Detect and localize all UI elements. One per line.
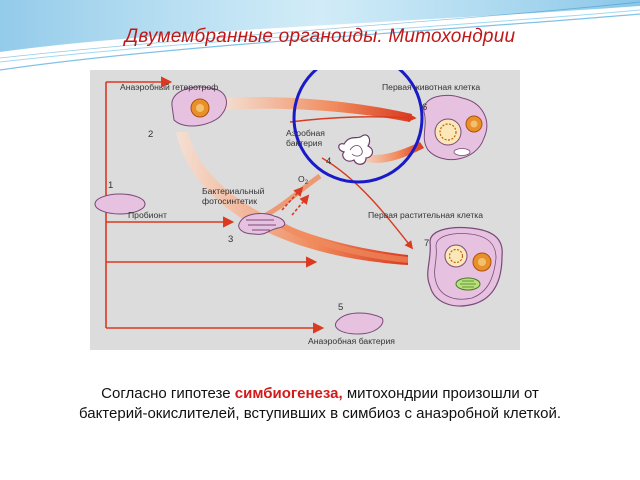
caption: Согласно гипотезе симбиогенеза, митохонд… xyxy=(0,384,640,424)
label-first-plant-cell: Первая растительная клетка xyxy=(368,210,483,220)
label-first-animal-cell: Первая животная клетка xyxy=(382,82,480,92)
first-plant-cell xyxy=(427,226,503,307)
probiont-cell xyxy=(94,193,146,215)
number-3: 3 xyxy=(228,234,233,245)
label-probiont: Пробионт xyxy=(128,210,167,220)
number-4: 4 xyxy=(326,156,331,167)
label-aerobic-bacterium-1: Аэробная xyxy=(286,128,325,138)
label-anaerobic-heterotroph: Анаэробный гетеротроф xyxy=(120,82,218,92)
number-2: 2 xyxy=(148,129,153,140)
caption-text-after: митохондрии произошли от xyxy=(342,385,539,402)
number-7: 7 xyxy=(424,238,429,249)
symbiogenesis-diagram: Анаэробный гетеротроф Первая животная кл… xyxy=(90,70,520,350)
label-bacterial-photosynthetic-1: Бактериальный xyxy=(202,186,265,196)
label-anaerobic-bacterium: Анаэробная бактерия xyxy=(308,336,395,346)
anaerobic-bacterium-cell xyxy=(335,312,384,335)
anaerobic-heterotroph-cell xyxy=(171,86,227,127)
aerobic-bacterium-cell xyxy=(338,134,374,165)
number-5: 5 xyxy=(338,302,343,313)
caption-line-2: бактерий-окислителей, вступивших в симби… xyxy=(78,405,562,422)
caption-line-1: Согласно гипотезе симбиогенеза, митохонд… xyxy=(0,384,640,404)
caption-highlight: симбиогенеза, xyxy=(234,385,343,402)
label-bacterial-photosynthetic-2: фотосинтетик xyxy=(202,196,257,206)
slide-title: Двумембранные органоиды. Митохондрии xyxy=(124,26,516,47)
label-oxygen: O2 xyxy=(298,174,309,186)
number-6: 6 xyxy=(422,102,427,113)
header-swoosh xyxy=(0,0,640,71)
highlight-circle xyxy=(292,70,424,184)
label-aerobic-bacterium-2: бактерия xyxy=(286,138,323,148)
bacterial-photosynthetic-cell xyxy=(238,213,286,235)
oxygen-arrows xyxy=(281,186,310,216)
caption-text-before: Согласно гипотезе xyxy=(101,385,235,402)
first-animal-cell xyxy=(423,94,488,160)
number-1: 1 xyxy=(108,180,113,191)
